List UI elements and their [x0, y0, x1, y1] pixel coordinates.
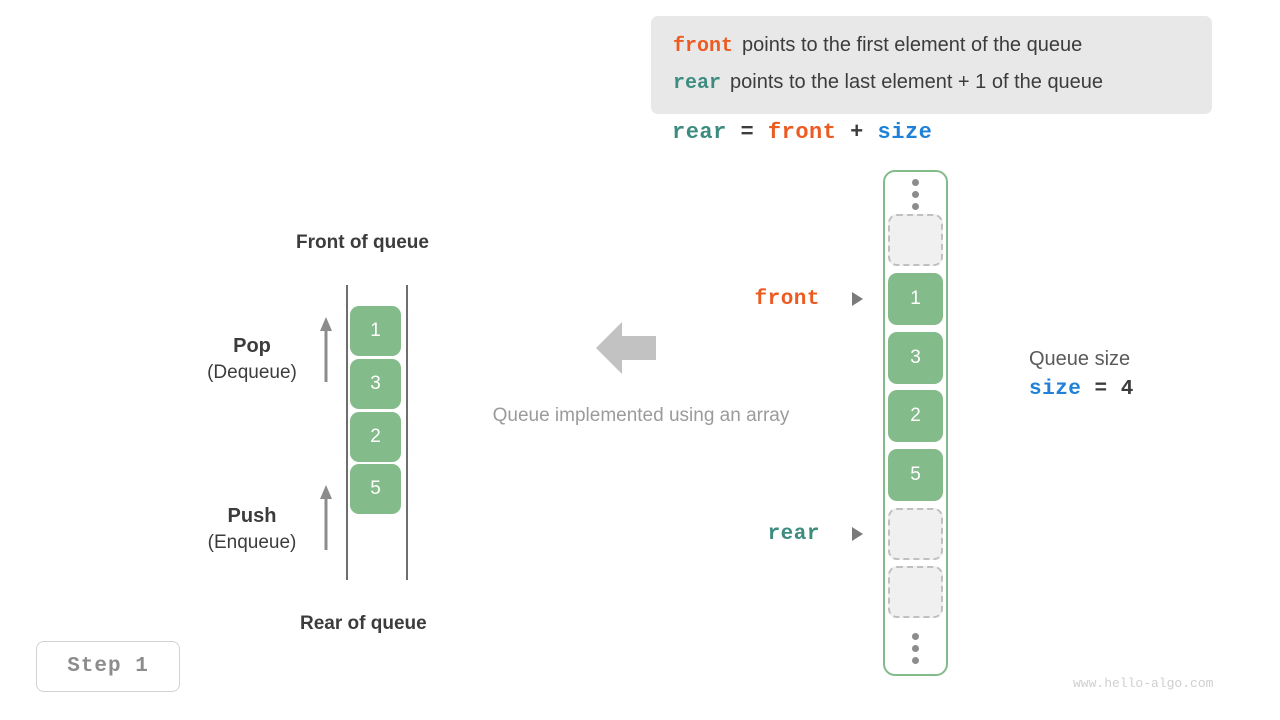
rear-keyword: rear [673, 72, 722, 95]
ellipsis-top-icon [912, 179, 919, 210]
front-of-queue-label: Front of queue [296, 232, 429, 253]
queue-cell: 1 [350, 306, 401, 356]
ellipsis-bottom-icon [912, 633, 919, 664]
note-line-rear: rear points to the last element + 1 of th… [673, 64, 1192, 101]
formula-rear-term: rear [672, 120, 727, 145]
size-number: 4 [1120, 378, 1134, 401]
array-cell-filled: 5 [888, 449, 943, 501]
array-cell-filled: 2 [888, 390, 943, 442]
front-keyword: front [673, 35, 734, 58]
queue-size-title: Queue size [1029, 348, 1131, 370]
push-name: Push [227, 505, 277, 527]
front-description: points to the first element of the queue [742, 34, 1083, 56]
rear-of-queue-label: Rear of queue [300, 613, 427, 634]
note-line-front: front points to the first element of the … [673, 27, 1192, 64]
rear-formula: rear = front + size [672, 120, 932, 145]
formula-front-term: front [767, 120, 837, 145]
front-pointer-arrow-icon [852, 292, 863, 306]
size-equals: = [1094, 378, 1108, 401]
queue-cell: 2 [350, 412, 401, 462]
queue-cell: 3 [350, 359, 401, 409]
front-pointer-label: front [754, 288, 820, 311]
array-cell-empty [888, 508, 943, 560]
pointer-definition-note: front points to the first element of the … [651, 16, 1212, 114]
left-arrow-icon [596, 322, 656, 374]
pop-subtitle: (Dequeue) [207, 362, 297, 383]
queue-cell: 5 [350, 464, 401, 514]
center-caption: Queue implemented using an array [492, 405, 790, 426]
rear-pointer-arrow-icon [852, 527, 863, 541]
size-variable: size [1029, 378, 1082, 401]
push-subtitle: (Enqueue) [207, 532, 297, 553]
step-badge: Step 1 [36, 641, 180, 692]
queue-rail-right [406, 285, 408, 580]
queue-rail-left [346, 285, 348, 580]
pop-operation-label: Pop (Dequeue) [172, 333, 332, 387]
rear-description: points to the last element + 1 of the qu… [730, 71, 1104, 93]
queue-size-value: size = 4 [1029, 374, 1134, 406]
array-cell-empty [888, 214, 943, 266]
pop-name: Pop [233, 335, 271, 357]
array-cell-filled: 1 [888, 273, 943, 325]
array-cell-filled: 3 [888, 332, 943, 384]
push-operation-label: Push (Enqueue) [172, 503, 332, 557]
pop-direction-arrow-icon [320, 317, 332, 382]
array-cell-empty [888, 566, 943, 618]
queue-size-block: Queue size size = 4 [1029, 344, 1134, 406]
array-container [883, 170, 948, 676]
rear-pointer-label: rear [767, 523, 820, 546]
formula-plus: + [850, 120, 864, 145]
formula-equals: = [740, 120, 755, 145]
watermark: www.hello-algo.com [1073, 676, 1214, 691]
push-direction-arrow-icon [320, 485, 332, 550]
formula-size-term: size [877, 120, 933, 145]
